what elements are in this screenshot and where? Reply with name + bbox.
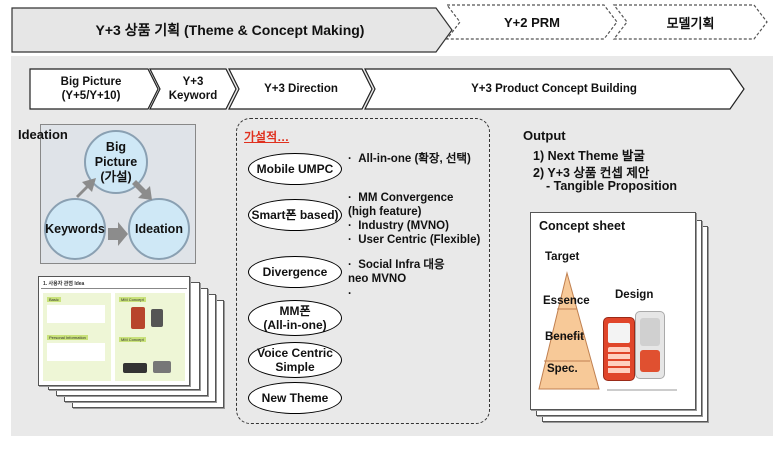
theme-voice-centric: Voice Centric Simple [248,342,342,378]
doc-text-block-2 [47,343,105,361]
main-phase-label: Y+3 상품 기획 (Theme & Concept Making) [95,22,365,38]
bullet-industry-text: Industry (MVNO) [358,220,449,232]
concept-spec-label: Spec. [547,363,578,375]
bullet-neo-mvno: neo MVNO [348,273,407,285]
stage-big-picture-label: Big Picture (Y+5/Y+10) [30,69,152,109]
theme-new-theme: New Theme [248,382,342,414]
theme-voice-centric-line1: Voice Centric [257,346,333,360]
arrow-keywords-to-ideation-icon [108,222,128,246]
stage-direction [228,68,373,110]
phone-keypad [608,347,630,375]
keywords-circle: Keywords [44,198,106,260]
stage-keyword-line1: Y+3 [182,76,204,88]
doc-sheet-front: 1. 사용자 관점 Idea Basic Personal Informatio… [38,276,190,386]
phone-side-icon [635,311,665,379]
ideation-circle: Ideation [128,198,190,260]
bullet-social-infra: · Social Infra 대응 [348,259,445,271]
stage-chevrons [29,68,745,110]
theme-mm-phone-line2: (All-in-one) [263,318,327,332]
doc-phone-icon-2 [151,309,163,327]
stage-keyword-line2: Keyword [168,90,218,102]
arrow-bigpicture-to-ideation-icon [132,180,152,200]
main-phase-arrow [11,7,453,53]
stage-big-picture-line2: (Y+5/Y+10) [61,90,121,102]
doc-label-mm2: MM Concept [119,337,146,342]
top-arrow-bar [11,4,768,53]
stage-concept-building-label: Y+3 Product Concept Building [471,83,637,95]
concept-target-label: Target [545,251,580,263]
doc-label-basic: Basic [47,297,61,302]
output-item-2: 2) Y+3 상품 컨셉 제안 [533,166,650,180]
big-picture-line1: Big [105,139,127,154]
bullet-social-infra-text: Social Infra 대응 [358,259,445,271]
doc-text-block-1 [47,305,105,323]
bullet-user-centric: · User Centric (Flexible) [348,234,481,246]
bullet-empty: · [348,288,352,300]
stage-keyword-label: Y+3 Keyword [158,69,228,109]
theme-smartphone: Smart폰 based) [248,199,342,231]
theme-mm-phone-line1: MM폰 [279,304,311,318]
phone-side-keys [640,350,660,372]
doc-label-mm1: MM Concept [119,297,146,302]
big-picture-line3: (가설) [100,169,132,184]
concept-sheet-front: Concept sheet Target Essence Benefit Spe… [530,212,696,410]
doc-label-personal: Personal Information [47,335,88,340]
bullet-mm-convergence: · MM Convergence [348,192,454,204]
prm-phase-arrow [445,4,618,40]
bullet-all-in-one: · All-in-one (확장, 선택) [348,153,471,165]
phone-front-icon [603,317,635,381]
bullet-industry: · Industry (MVNO) [348,220,449,232]
bullet-mm-convergence-text: MM Convergence [358,192,454,204]
bullet-user-centric-text: User Centric (Flexible) [358,234,481,246]
concept-sheet-title: Concept sheet [539,219,626,233]
theme-divergence: Divergence [248,256,342,288]
hypothesis-box [236,118,490,424]
doc-title: 1. 사용자 관점 Idea [43,281,85,287]
doc-phone-icon-4 [153,361,171,373]
stage-keyword [149,68,237,110]
concept-design-label: Design [615,289,654,301]
big-picture-line2: Picture [94,154,138,169]
theme-voice-centric-line2: Simple [275,360,315,374]
output-title: Output [523,128,566,143]
output-item-1: 1) Next Theme 발굴 [533,149,645,163]
theme-mobile-umpc: Mobile UMPC [248,153,342,185]
stage-concept-building [364,68,745,110]
bullet-high-feature: (high feature) [348,206,422,218]
concept-benefit-label: Benefit [545,331,584,343]
phone-screen [608,323,630,343]
model-phase-arrow [612,4,768,40]
pyramid-shape [538,271,600,390]
bullet-all-in-one-text: All-in-one (확장, 선택) [358,153,471,165]
doc-phone-icon-1 [131,307,145,329]
theme-mm-phone: MM폰 (All-in-one) [248,300,342,336]
stage-direction-label: Y+3 Direction [264,83,338,95]
concept-essence-label: Essence [543,295,590,307]
cycle-arrows [76,178,152,246]
concept-pyramid [538,271,600,390]
phone-side-panel [640,318,660,346]
model-phase-label: 모델기획 [666,15,715,31]
prm-phase-label: Y+2 PRM [504,14,560,30]
stage-big-picture [29,68,159,110]
doc-rule [41,288,187,289]
design-caption-line [607,389,677,391]
output-item-3: - Tangible Proposition [546,179,678,193]
hypothesis-title: 가설적… [244,130,290,144]
stage-big-picture-line1: Big Picture [60,76,122,88]
ideation-title: Ideation [18,127,68,142]
arrow-keywords-to-bigpicture-icon [76,178,96,198]
doc-phone-icon-3 [123,363,147,373]
